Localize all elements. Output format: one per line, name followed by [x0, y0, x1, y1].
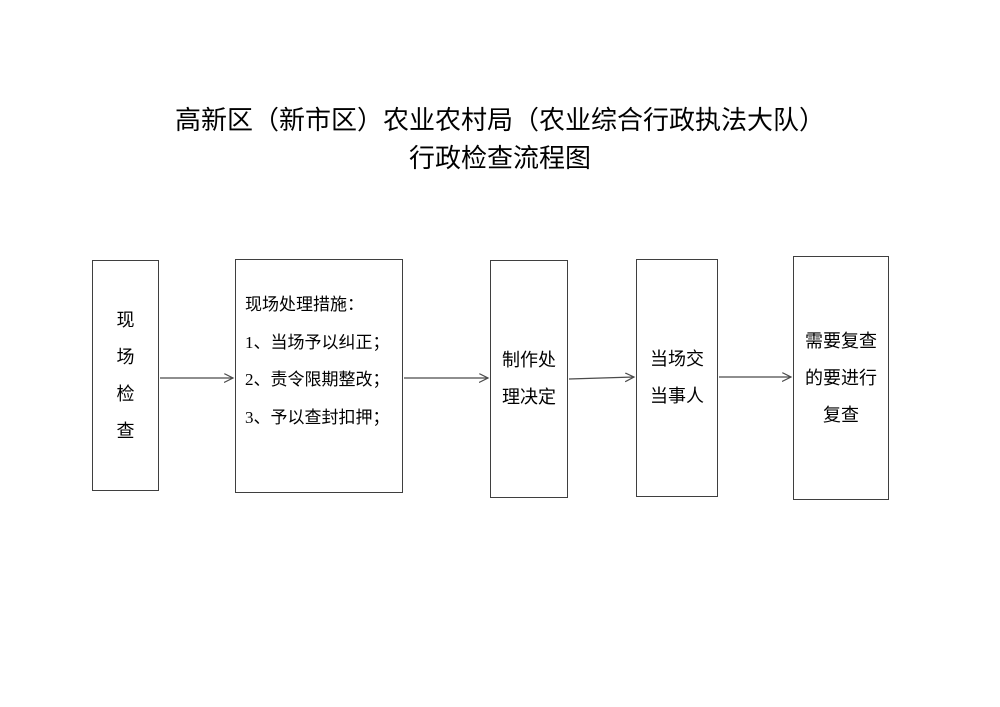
flow-box-deliver-to-party: 当场交 当事人: [636, 259, 718, 497]
title-line-1: 高新区（新市区）农业农村局（农业综合行政执法大队）: [174, 106, 825, 135]
title-line-2: 行政检查流程图: [408, 144, 591, 173]
flow-box-make-decision: 制作处 理决定: [490, 260, 568, 498]
flow-box-on-site-inspection: 现 场 检 查: [92, 260, 159, 491]
measure-item-3: 3、予以查封扣押；: [245, 407, 390, 427]
flow-box-on-site-measures: 现场处理措施： 1、当场予以纠正； 2、责令限期整改； 3、予以查封扣押；: [235, 259, 403, 493]
measures-heading: 现场处理措施：: [245, 295, 364, 314]
arrow-decision-to-party: [568, 377, 634, 379]
page-title: 高新区（新市区）农业农村局（农业综合行政执法大队） 行政检查流程图: [0, 102, 1000, 178]
measure-item-1: 1、当场予以纠正；: [245, 332, 390, 352]
measures-text: 现场处理措施： 1、当场予以纠正； 2、责令限期整改； 3、予以查封扣押；: [245, 286, 390, 436]
flow-box-recheck-if-needed: 需要复查 的要进行 复查: [793, 256, 889, 500]
measure-item-2: 2、责令限期整改；: [245, 370, 390, 389]
